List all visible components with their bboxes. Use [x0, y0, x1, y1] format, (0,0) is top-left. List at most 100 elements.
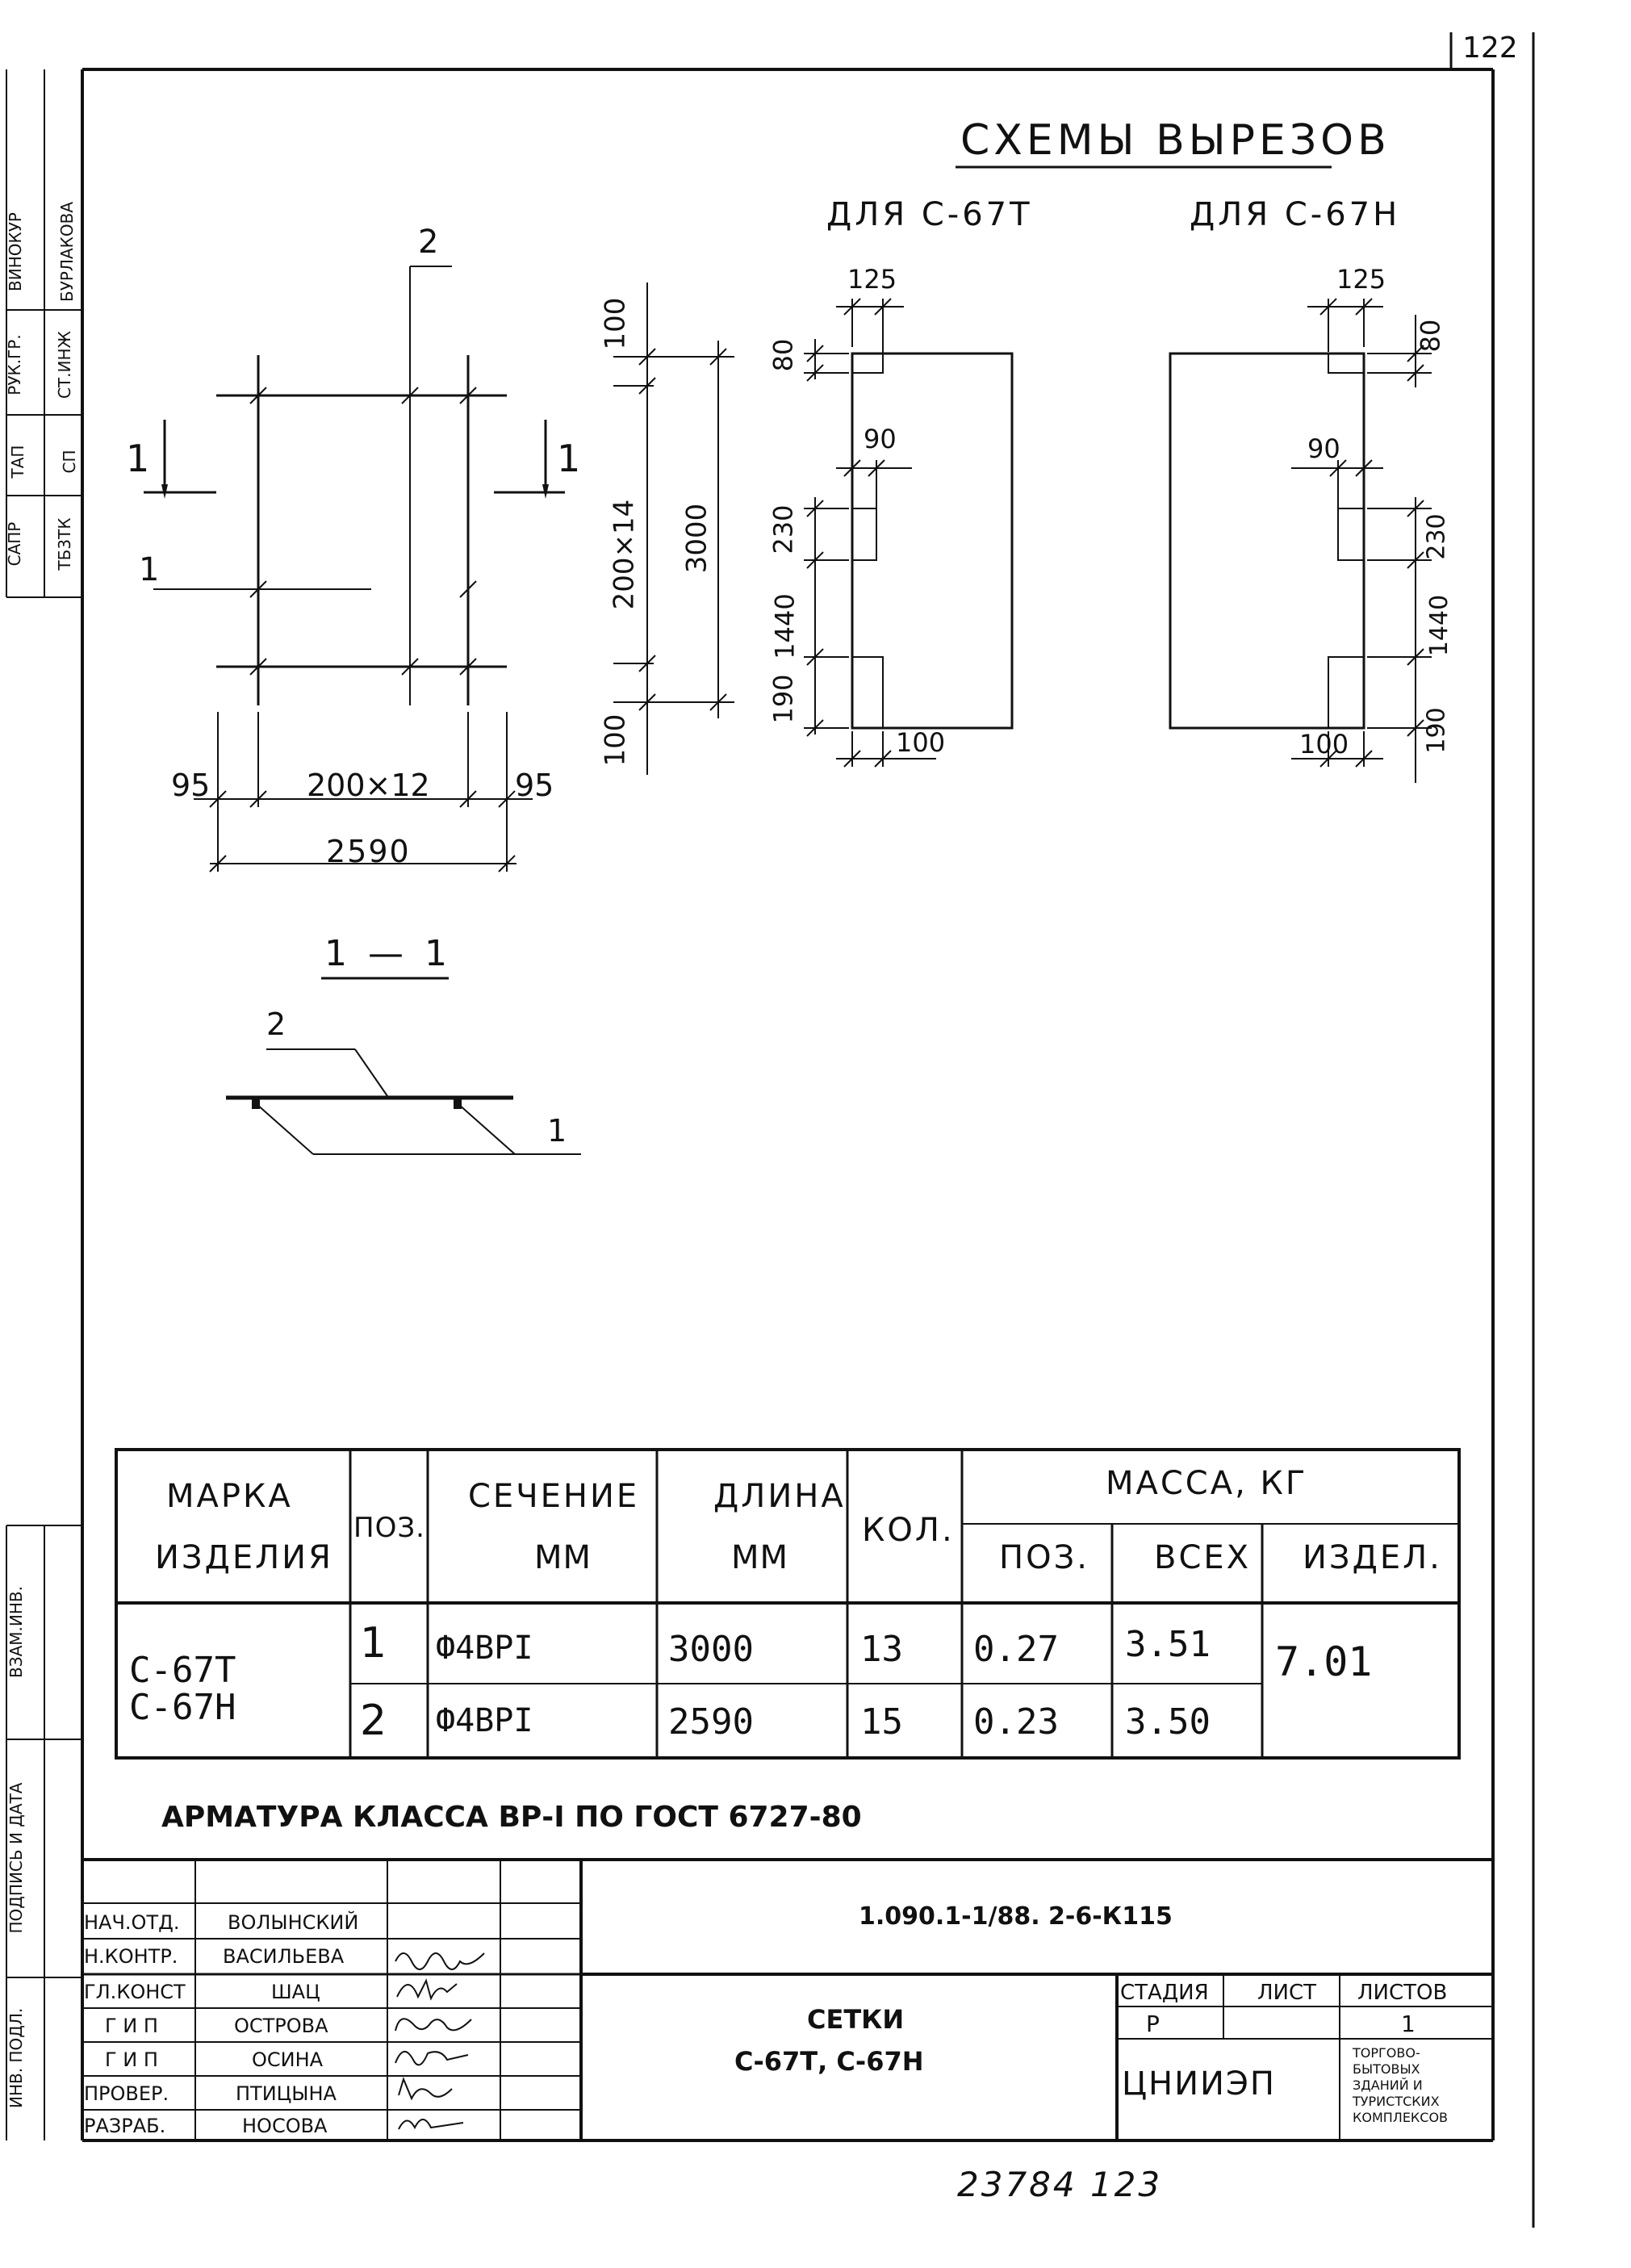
side-stamp-inv-podl: ИНВ. ПОДЛ. — [6, 2007, 26, 2108]
td-mark-2: С-67Н — [129, 1687, 236, 1728]
org-desc-1: ТОРГОВО- — [1353, 2045, 1420, 2061]
title-block-grid — [81, 1858, 1493, 2140]
cutout-n-dim-80: 80 — [1415, 319, 1446, 353]
td-pos-2: 2 — [360, 1697, 387, 1745]
side-stamp-burlakova: БУРЛАКОВА — [57, 201, 77, 303]
th-section-1: СЕЧЕНИЕ — [468, 1478, 640, 1515]
td-length-1: 3000 — [668, 1629, 754, 1670]
side-stamp-podpis-data: ПОДПИСЬ И ДАТА — [6, 1782, 26, 1934]
side-stamp-stinzh: СТ.ИНЖ — [55, 330, 74, 400]
name-volynsky: ВОЛЫНСКИЙ — [228, 1911, 359, 1934]
th-mass: МАССА, КГ — [1106, 1465, 1308, 1502]
product-name-2: С-67Т, С-67Н — [734, 2046, 924, 2077]
side-stamp-sapr: САПР — [5, 521, 24, 567]
th-mark-1: МАРКА — [166, 1478, 293, 1515]
cutout-n-drawing — [1169, 298, 1432, 783]
spec-table-grid — [115, 1448, 1461, 1760]
name-nosova: НОСОВА — [242, 2115, 328, 2137]
td-mark-1: С-67Т — [129, 1650, 236, 1691]
td-mass-pos-2: 0.23 — [973, 1701, 1059, 1743]
td-mass-all-1: 3.51 — [1125, 1624, 1211, 1665]
role-gip-1: Г И П — [105, 2015, 158, 2037]
cutout-t-drawing — [804, 298, 1014, 768]
side-stamp-ruk: РУК.ГР. — [5, 334, 24, 395]
org-name: ЦНИИЭП — [1122, 2065, 1276, 2103]
th-mark-2: ИЗДЕЛИЯ — [155, 1539, 333, 1576]
mesh-pos-1-label: 1 — [139, 551, 160, 588]
sheets-label: ЛИСТОВ — [1357, 1981, 1448, 2005]
section-label: 1 — 1 — [324, 933, 452, 974]
td-qty-1: 13 — [860, 1629, 903, 1670]
cutouts-title: СХЕМЫ ВЫРЕЗОВ — [960, 116, 1391, 165]
cutout-t-dim-100: 100 — [896, 727, 946, 758]
td-length-2: 2590 — [668, 1701, 754, 1743]
side-stamp-tb3tk: ТБ3ТК — [55, 517, 74, 571]
side-stamp-sp: СП — [60, 450, 79, 474]
cutout-n-dim-230: 230 — [1422, 513, 1451, 560]
role-prover: ПРОВЕР. — [84, 2082, 169, 2105]
cutout-n-dim-90: 90 — [1307, 433, 1340, 464]
sheet-corner-number: 122 — [1462, 31, 1518, 65]
cutout-n-dim-125: 125 — [1336, 264, 1386, 295]
section-underline — [321, 977, 449, 980]
td-mass-all-2: 3.50 — [1125, 1701, 1211, 1743]
name-osina: ОСИНА — [252, 2048, 324, 2071]
org-desc-3: ЗДАНИЙ И — [1353, 2078, 1423, 2093]
dim-200x12: 200×12 — [307, 768, 430, 803]
td-mass-item: 7.01 — [1275, 1638, 1373, 1685]
cutout-n-dim-1440: 1440 — [1425, 594, 1454, 657]
th-pos: ПОЗ. — [353, 1512, 425, 1544]
mesh-plan-drawing — [144, 266, 565, 872]
cutout-n-dim-190: 190 — [1422, 707, 1451, 754]
th-length-2: ММ — [731, 1539, 789, 1576]
dim-top-100: 100 — [599, 297, 632, 350]
role-nach-otd: НАЧ.ОТД. — [84, 1911, 180, 1934]
stage-label: СТАДИЯ — [1120, 1981, 1209, 2005]
title-code: 1.090.1-1/88. 2-6-К115 — [859, 1902, 1173, 1931]
role-razrab: РАЗРАБ. — [84, 2115, 166, 2137]
th-section-2: ММ — [534, 1539, 592, 1576]
cutout-t-dim-230: 230 — [767, 504, 799, 554]
dim-95-left: 95 — [171, 768, 211, 803]
name-vasilyeva: ВАСИЛЬЕВА — [223, 1945, 345, 1968]
name-shats: ШАЦ — [271, 1981, 320, 2003]
th-length-1: ДЛИНА — [713, 1478, 846, 1515]
sheet-label: ЛИСТ — [1257, 1981, 1317, 2005]
cutout-n-title: ДЛЯ С-67Н — [1190, 196, 1401, 233]
cutout-n-dim-100: 100 — [1299, 729, 1349, 759]
section-drawing — [226, 1048, 581, 1155]
side-stamp-tap: ТАП — [8, 445, 27, 479]
signatures — [395, 1952, 485, 2130]
org-desc-4: ТУРИСТСКИХ — [1353, 2094, 1440, 2109]
dim-2590: 2590 — [326, 834, 411, 869]
td-mass-pos-1: 0.27 — [973, 1629, 1059, 1670]
th-mass-all: ВСЕХ — [1154, 1539, 1252, 1576]
bottom-handwritten-numbers: 23784 123 — [957, 2165, 1163, 2204]
section-pos-2: 2 — [266, 1006, 286, 1042]
td-qty-2: 15 — [860, 1701, 903, 1743]
side-stamp-vzam-inv: ВЗАМ.ИНВ. — [6, 1586, 26, 1678]
td-section-1: Ф4ВРI — [436, 1630, 533, 1667]
role-gip-2: Г И П — [105, 2048, 158, 2071]
section-pos-1: 1 — [547, 1113, 567, 1149]
th-qty: КОЛ. — [862, 1512, 955, 1549]
cutout-t-dim-90: 90 — [864, 424, 897, 454]
org-desc-5: КОМПЛЕКСОВ — [1353, 2110, 1449, 2125]
td-section-2: Ф4ВРI — [436, 1702, 533, 1739]
cutout-t-dim-190: 190 — [767, 674, 799, 724]
th-mass-pos: ПОЗ. — [999, 1539, 1089, 1576]
name-ostrova: ОСТРОВА — [234, 2015, 328, 2037]
side-stamp-vinokur: ВИНОКУР — [6, 212, 25, 291]
cutout-t-dim-1440: 1440 — [769, 593, 801, 659]
section-mark-right: 1 — [557, 437, 581, 480]
dim-3000: 3000 — [680, 503, 713, 574]
th-mass-item: ИЗДЕЛ. — [1303, 1539, 1442, 1576]
org-desc-2: БЫТОВЫХ — [1353, 2061, 1420, 2077]
dim-bottom-100: 100 — [599, 713, 632, 767]
cutout-t-title: ДЛЯ С-67Т — [826, 196, 1033, 233]
role-n-kontr: Н.КОНТР. — [84, 1945, 178, 1968]
role-gl-konst: ГЛ.КОНСТ — [84, 1981, 186, 2003]
product-name-1: СЕТКИ — [807, 2004, 905, 2035]
name-ptitsyna: ПТИЦЫНА — [236, 2082, 337, 2105]
